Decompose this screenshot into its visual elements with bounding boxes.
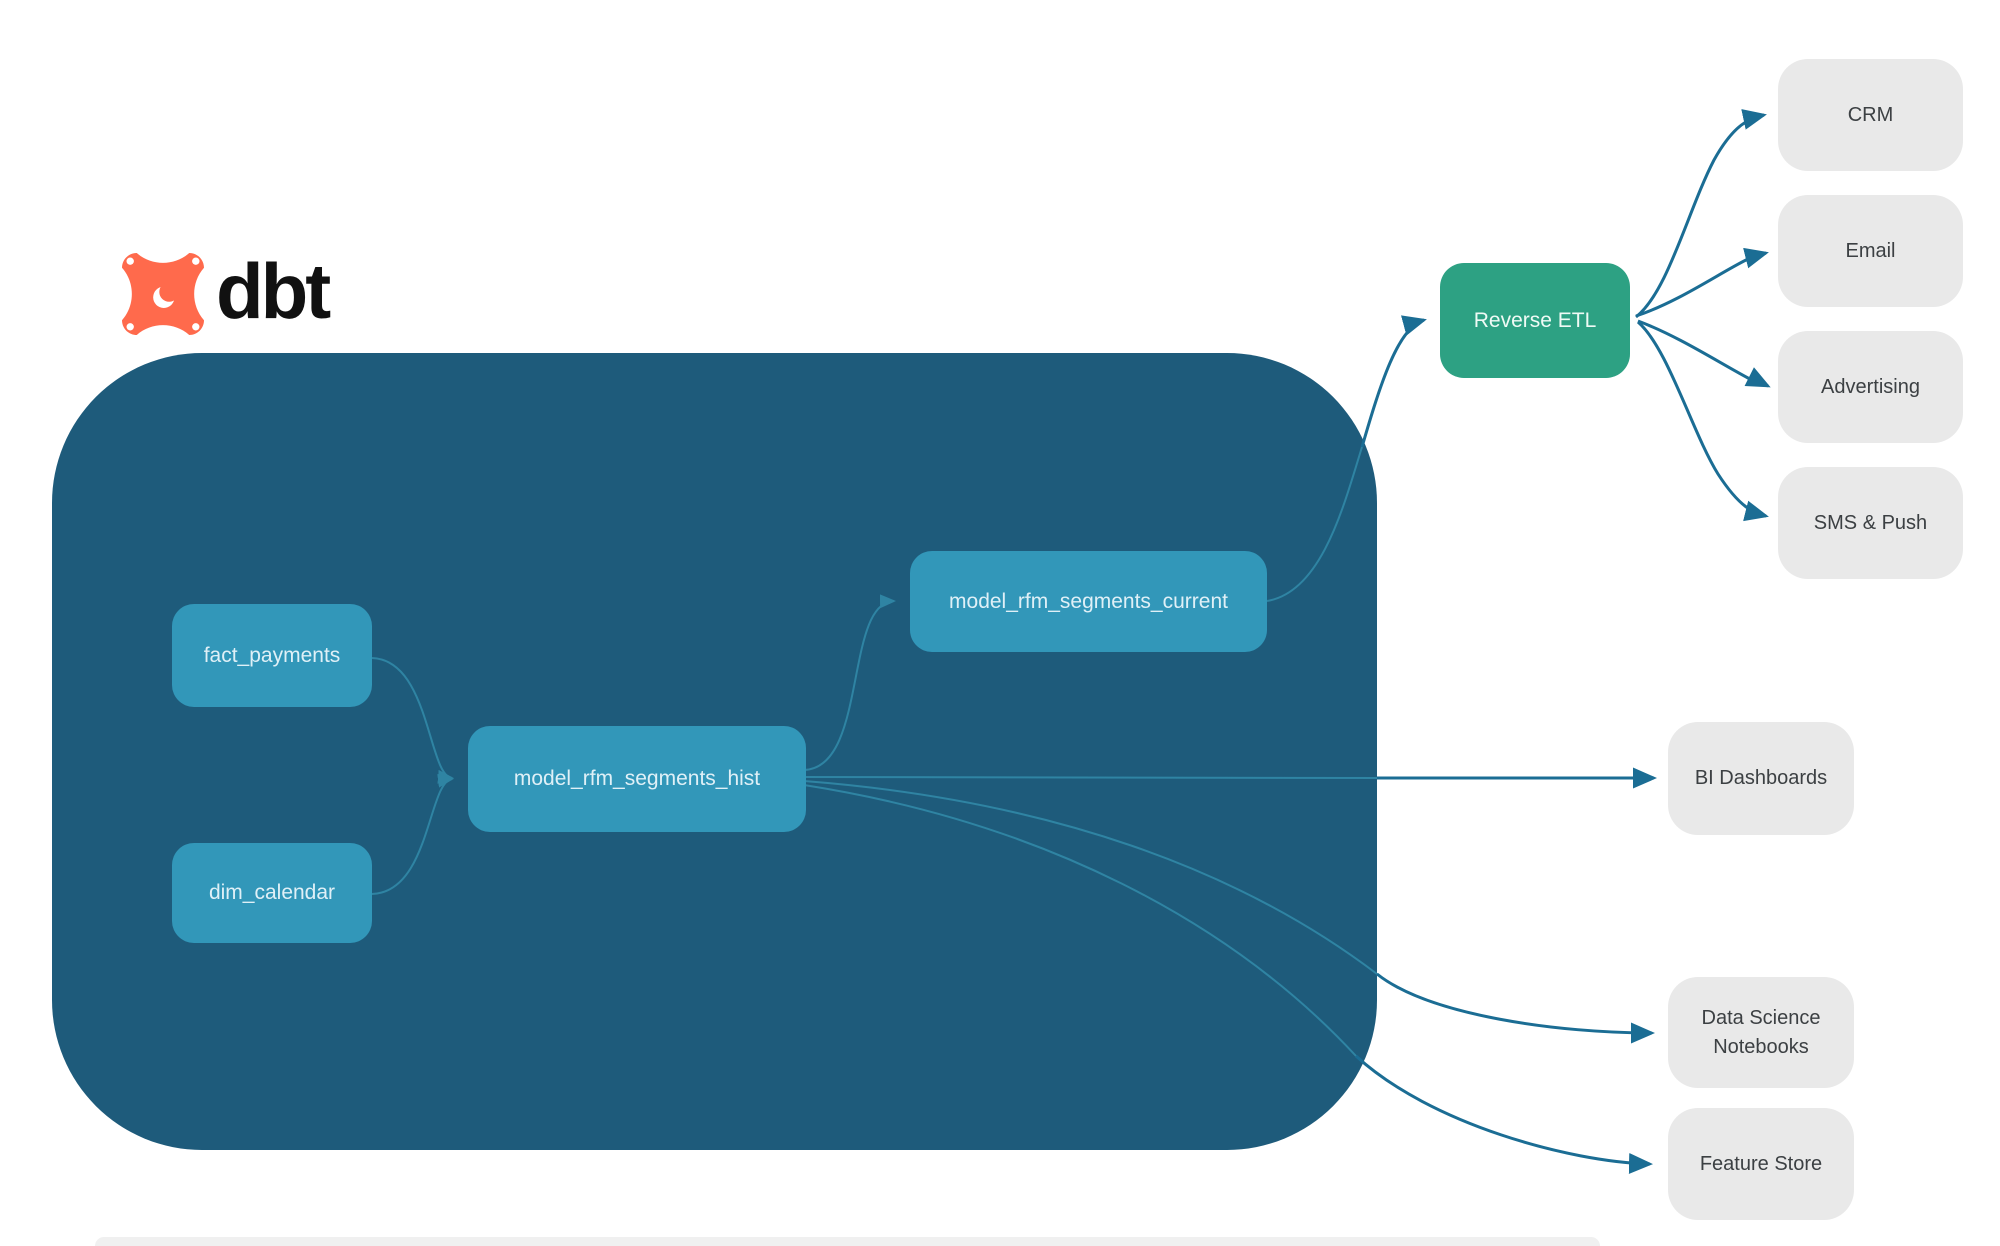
output-label: Feature Store (1699, 1152, 1823, 1175)
dbt-logo-icon (122, 253, 204, 335)
node-label: dim_calendar (208, 881, 336, 904)
dest-email: Email (1778, 195, 1963, 307)
node-dim-calendar: dim_calendar (172, 843, 372, 943)
edge-hist-to-bi-inside (803, 776, 1378, 779)
edge-hist-to-current (803, 594, 896, 771)
output-feature-store: Feature Store (1668, 1108, 1854, 1220)
edge-current-to-reverseetl-outside (1360, 315, 1427, 448)
dest-label: SMS & Push (1813, 511, 1928, 534)
edge-fact-payments-to-hist (371, 657, 454, 784)
node-fact-payments: fact_payments (172, 604, 372, 707)
output-bi-dashboards: BI Dashboards (1668, 722, 1854, 835)
edge-hist-to-datascience-outside (1376, 972, 1655, 1044)
edge-hist-to-featurestore-outside (1354, 1054, 1653, 1174)
dbt-wordmark: dbt (216, 247, 331, 335)
edge-reverseetl-to-advertising (1637, 319, 1771, 388)
node-label: fact_payments (203, 643, 341, 667)
reverse-etl-node: Reverse ETL (1440, 263, 1630, 378)
edge-current-to-reverseetl-inside (1266, 446, 1363, 602)
output-label: BI Dashboards (1694, 767, 1828, 789)
output-label: Data Science Notebooks (1701, 1006, 1821, 1058)
dbt-logo: dbt (122, 247, 331, 336)
output-data-science-notebooks: Data Science Notebooks (1668, 977, 1854, 1088)
dest-advertising: Advertising (1778, 331, 1963, 443)
edge-reverseetl-to-smspush (1637, 320, 1769, 522)
node-model-rfm-segments-hist: model_rfm_segments_hist (468, 726, 806, 832)
dest-label: CRM (1847, 103, 1894, 126)
edge-dim-calendar-to-hist (371, 773, 454, 895)
bottom-cutoff-panel (95, 1237, 1600, 1246)
node-model-rfm-segments-current: model_rfm_segments_current (910, 551, 1267, 652)
node-label: model_rfm_segments_hist (513, 767, 761, 790)
dest-label: Advertising (1821, 375, 1920, 398)
dest-sms-push: SMS & Push (1778, 467, 1963, 579)
dest-crm: CRM (1778, 59, 1963, 171)
edge-hist-to-featurestore-inside (803, 784, 1357, 1057)
edge-reverseetl-to-email (1635, 247, 1769, 318)
node-label: model_rfm_segments_current (949, 589, 1228, 613)
edge-hist-to-datascience-inside (803, 780, 1378, 975)
edge-reverseetl-to-crm (1635, 109, 1767, 319)
dest-label: Email (1845, 239, 1896, 262)
reverse-etl-label: Reverse ETL (1473, 308, 1597, 332)
